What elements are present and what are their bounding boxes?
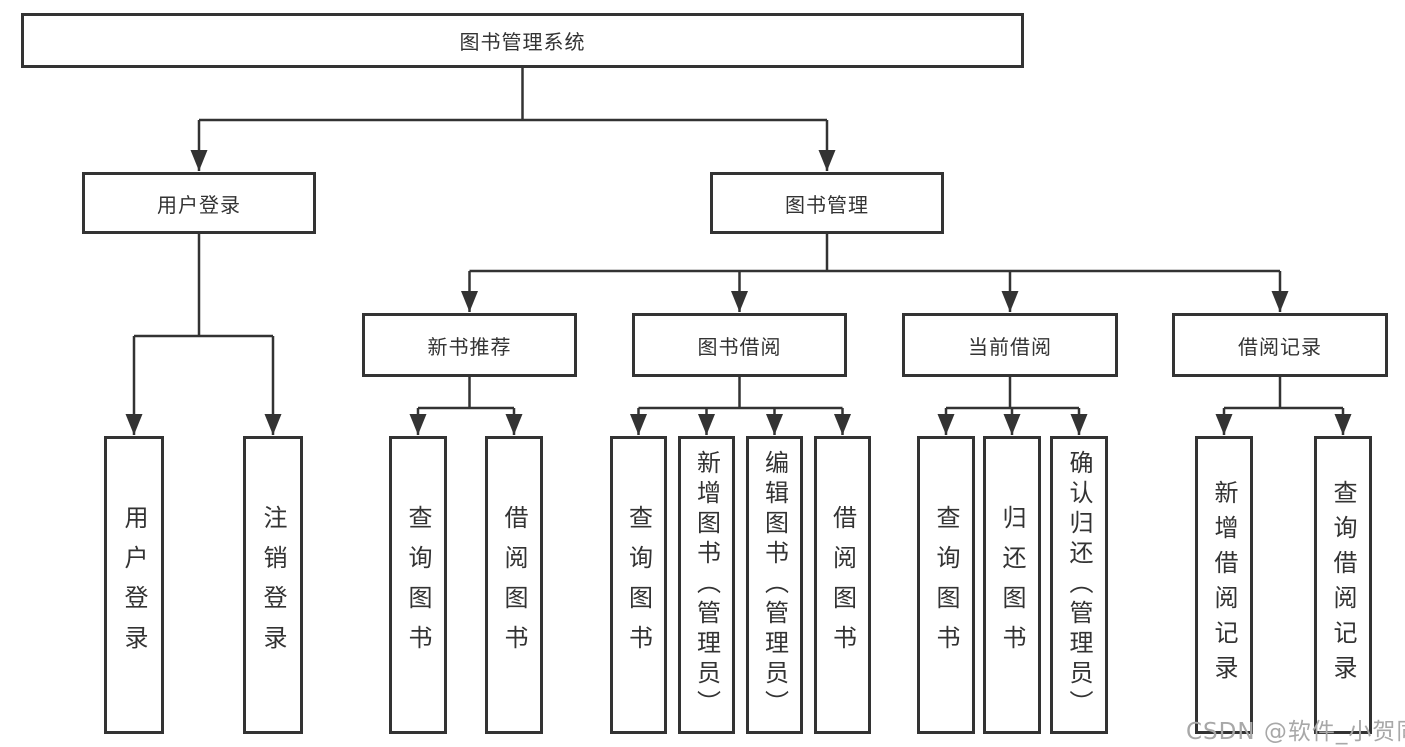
leaf-label: 查询图书	[404, 505, 432, 665]
node-user-login: 用户登录	[82, 172, 316, 234]
node-new-book-recommendation: 新书推荐	[362, 313, 577, 377]
node-leaf-borrow-books-2: 借阅图书	[814, 436, 871, 734]
leaf-label: 注销登录	[259, 505, 287, 665]
leaf-label: 查询借阅记录	[1329, 480, 1357, 690]
node-leaf-add-borrow-record: 新增借阅记录	[1195, 436, 1253, 734]
leaf-label: 用户登录	[120, 505, 148, 665]
watermark-csdn: CSDN @软件_小贺同学	[1186, 719, 1405, 745]
node-leaf-confirm-return-admin: 确认归还（管理员）	[1050, 436, 1108, 734]
leaf-label: 借阅图书	[500, 505, 528, 665]
node-leaf-user-login: 用户登录	[104, 436, 164, 734]
node-leaf-logout: 注销登录	[243, 436, 303, 734]
leaf-label: 查询图书	[624, 505, 653, 665]
node-root-library-system: 图书管理系统	[21, 13, 1024, 68]
leaf-label: 确认归还（管理员）	[1065, 450, 1093, 720]
node-leaf-edit-books-admin: 编辑图书（管理员）	[746, 436, 803, 734]
leaf-label: 归还图书	[998, 505, 1026, 665]
node-current-borrowing: 当前借阅	[902, 313, 1118, 377]
node-leaf-query-books-3: 查询图书	[917, 436, 975, 734]
leaf-label: 编辑图书（管理员）	[760, 450, 789, 720]
node-book-borrowing: 图书借阅	[632, 313, 847, 377]
node-leaf-borrow-books-1: 借阅图书	[485, 436, 543, 734]
node-leaf-query-borrow-record: 查询借阅记录	[1314, 436, 1372, 734]
leaf-label: 新增图书（管理员）	[692, 450, 721, 720]
node-book-management: 图书管理	[710, 172, 944, 234]
leaf-label: 查询图书	[932, 505, 960, 665]
leaf-label: 借阅图书	[828, 505, 857, 665]
leaf-label: 新增借阅记录	[1210, 480, 1238, 690]
node-leaf-query-books-1: 查询图书	[389, 436, 447, 734]
node-leaf-return-books: 归还图书	[983, 436, 1041, 734]
node-leaf-add-books-admin: 新增图书（管理员）	[678, 436, 735, 734]
node-borrowing-records: 借阅记录	[1172, 313, 1388, 377]
node-leaf-query-books-2: 查询图书	[610, 436, 667, 734]
